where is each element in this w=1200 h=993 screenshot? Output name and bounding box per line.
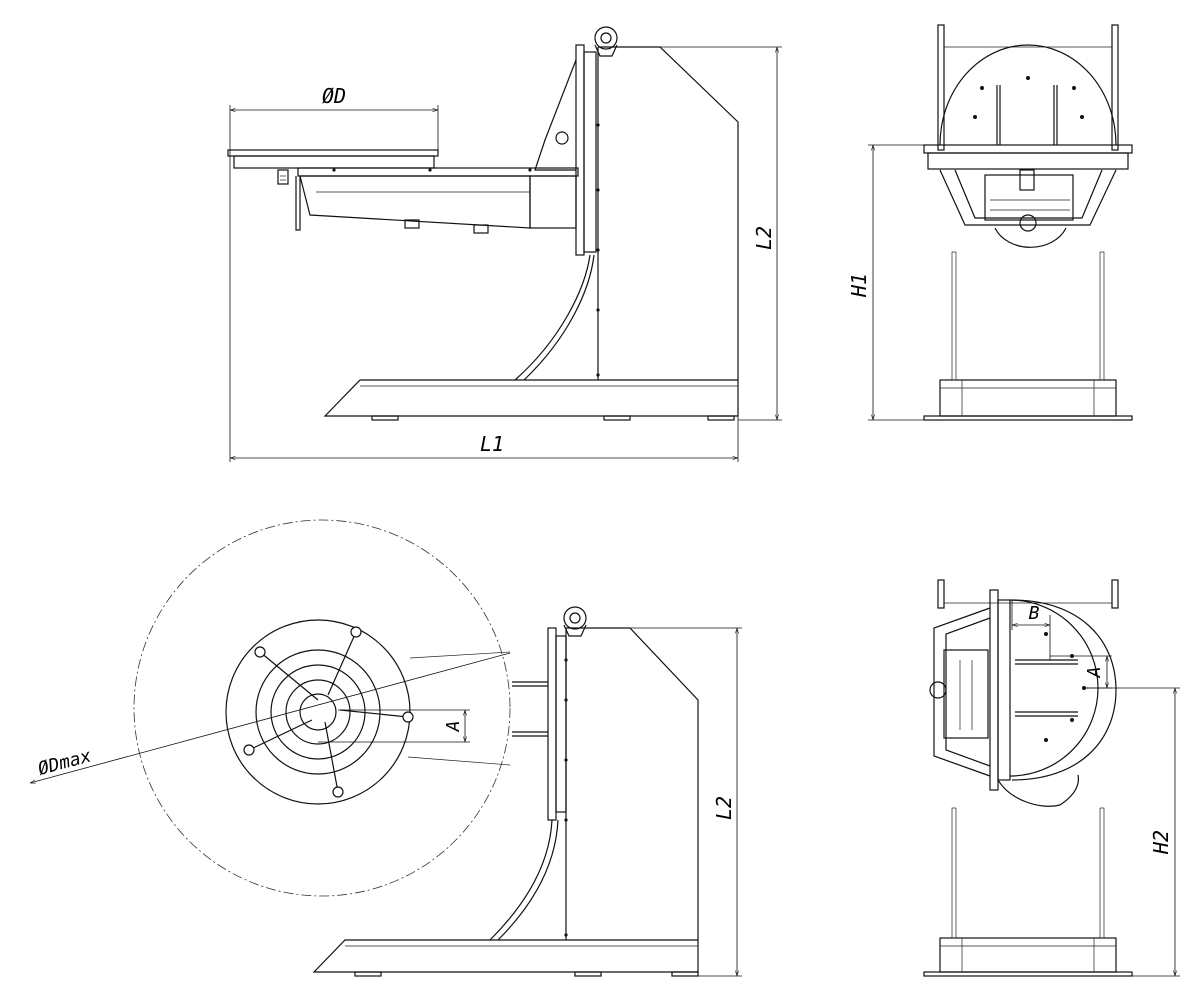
dim-diameter-d: ØD	[322, 84, 346, 108]
dim-offset-a-side: A	[1084, 667, 1105, 679]
dim-length-l2-top: L2	[752, 226, 776, 250]
dim-offset-b: B	[1029, 603, 1040, 624]
dim-height-h2: H2	[1149, 830, 1173, 855]
side-view-top: ØD L1 L2	[227, 26, 782, 462]
plan-view-bottom: ØDmax A L2	[30, 519, 742, 977]
front-view-top: H1	[847, 24, 1133, 421]
front-view-bottom: B A H2	[923, 579, 1180, 977]
dim-diameter-dmax: ØDmax	[36, 745, 94, 779]
dim-height-h1: H1	[847, 273, 871, 298]
dim-length-l2-bottom: L2	[712, 796, 736, 820]
dim-offset-a-plan: A	[443, 721, 464, 733]
dim-length-l1: L1	[480, 432, 504, 456]
